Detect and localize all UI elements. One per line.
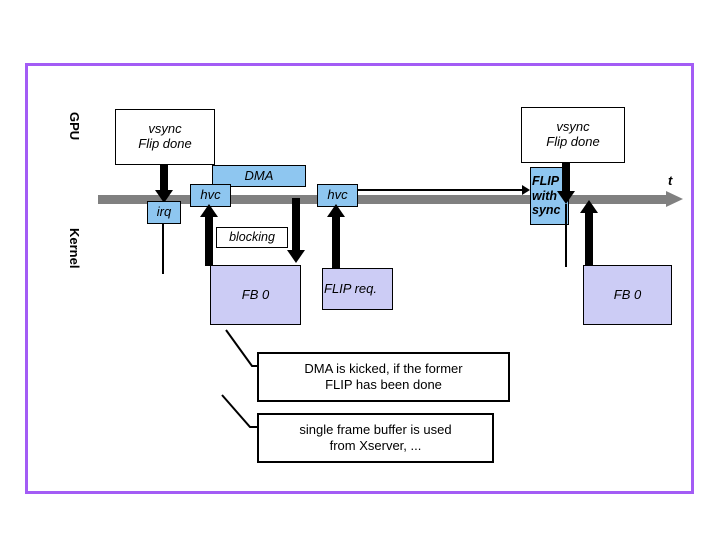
flip-sync-line3: sync — [532, 203, 561, 218]
arrow-fb0-to-hvc1-head-icon — [200, 204, 218, 217]
hvc2-to-flip-connector — [357, 189, 525, 191]
vsync-right-line1: vsync — [556, 119, 590, 135]
arrow-flipreq-to-hvc2-shaft — [332, 216, 340, 270]
timeline-axis — [98, 195, 668, 204]
arrow-fb0right-to-timeline-shaft — [585, 212, 593, 268]
flip-sync-line2: with — [532, 188, 557, 203]
flip-sync-line1: FLIP — [532, 174, 560, 189]
dma-box: DMA — [212, 165, 306, 187]
hvc-box-1: hvc — [190, 184, 231, 207]
arrow-dma-to-fb0-head-icon — [287, 250, 305, 263]
blocking-label-box: blocking — [216, 227, 288, 248]
vsync-left-line2: Flip done — [138, 136, 192, 151]
note-1-line2: FLIP has been done — [325, 377, 442, 392]
arrow-vsync-to-irq-head-icon — [155, 190, 173, 203]
note-2-line1: single frame buffer is used — [299, 421, 452, 437]
note-1-line1: DMA is kicked, if the former — [304, 360, 463, 376]
note-2-line2: from Xserver, ... — [329, 438, 422, 453]
vsync-flip-done-box-left: vsync Flip done — [115, 109, 215, 165]
vsync-right-line2: Flip done — [546, 134, 600, 149]
vsync-flip-done-box-right: vsync Flip done — [521, 107, 625, 163]
arrow-vsync-to-irq-shaft — [160, 165, 168, 192]
irq-kernel-connector — [162, 224, 164, 274]
vsync-left-line1: vsync — [148, 121, 182, 137]
hvc2-to-flip-connector-head-icon — [522, 185, 530, 195]
arrow-vsync-right-shaft — [562, 163, 570, 198]
arrow-dma-to-fb0-shaft — [292, 198, 300, 252]
arrow-vsync-right-head-icon — [557, 191, 575, 204]
timeline-arrowhead-icon — [666, 191, 683, 207]
slide-border — [25, 63, 694, 494]
time-axis-label: t — [668, 173, 673, 188]
arrow-fb0right-to-timeline-head-icon — [580, 200, 598, 213]
framebuffer-box-right: FB 0 — [583, 265, 672, 325]
flip-request-box: FLIP req. — [322, 268, 393, 310]
annotation-note-framebuffer: single frame buffer is used from Xserver… — [257, 413, 494, 463]
vsync-right-kernel-connector — [565, 204, 567, 267]
arrow-flipreq-to-hvc2-head-icon — [327, 204, 345, 217]
annotation-note-dma: DMA is kicked, if the former FLIP has be… — [257, 352, 510, 402]
arrow-fb0-to-hvc1-shaft — [205, 216, 213, 266]
framebuffer-box-left: FB 0 — [210, 265, 301, 325]
irq-box: irq — [147, 201, 181, 224]
